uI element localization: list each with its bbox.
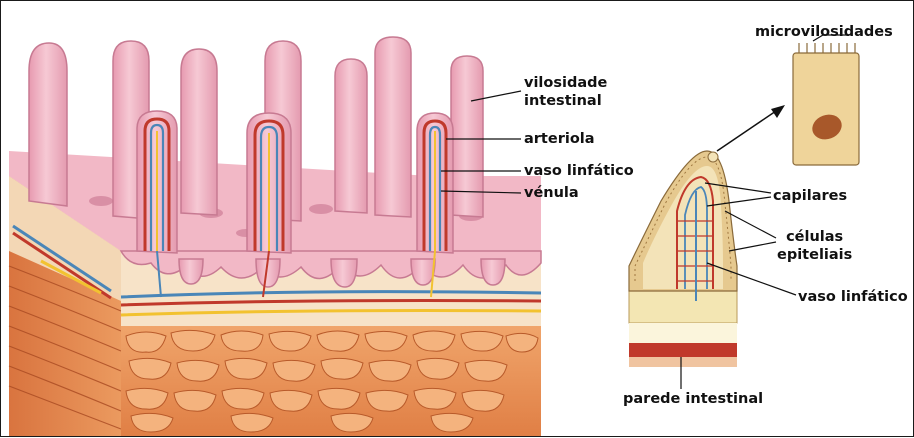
label-vaso-linfatico-left: vaso linfático [524, 162, 634, 180]
intestinal-wall-block [9, 37, 541, 436]
villus-front-3 [417, 113, 453, 253]
villus-front-2 [247, 113, 291, 253]
label-microvilosidades: microvilosidades [755, 23, 893, 41]
label-parede-intestinal: parede intestinal [623, 390, 763, 408]
label-celulas-epiteliais: células epiteliais [777, 228, 852, 264]
villus-detail [629, 151, 737, 367]
zoom-arrow [717, 105, 785, 151]
epithelial-cell [793, 43, 859, 165]
label-capilares: capilares [773, 187, 847, 205]
label-vaso-linfatico-right: vaso linfático [798, 288, 908, 306]
label-arteriola: arteriola [524, 130, 595, 148]
label-venula: vénula [524, 184, 579, 202]
villus-front-1 [137, 111, 177, 253]
label-vilosidade-intestinal: vilosidade intestinal [524, 74, 607, 110]
